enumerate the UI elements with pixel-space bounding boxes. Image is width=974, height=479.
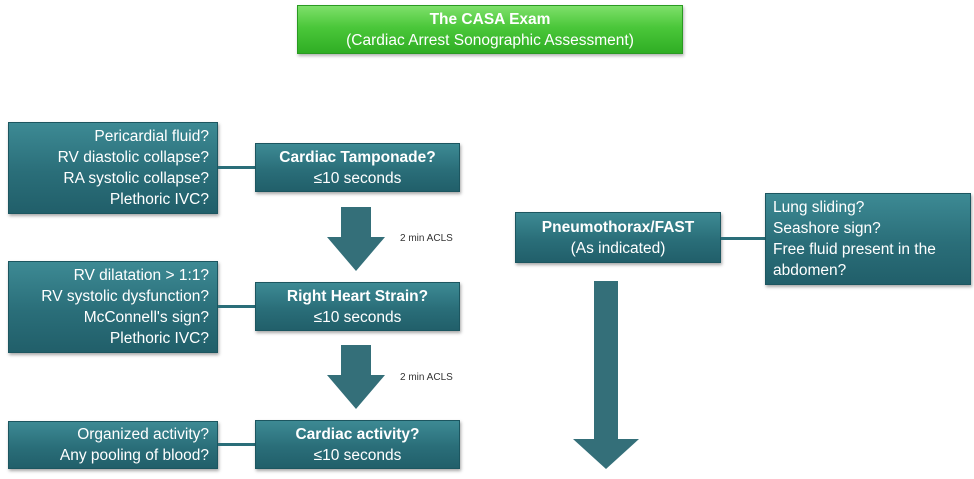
check-item: RA systolic collapse? — [63, 170, 209, 187]
pneumothorax-checks: Lung sliding? Seashore sign? Free fluid … — [765, 193, 971, 285]
activity-checks: Organized activity? Any pooling of blood… — [8, 421, 218, 469]
check-item: McConnell's sign? — [83, 309, 209, 326]
step-duration: ≤10 seconds — [313, 308, 402, 326]
down-arrow-icon — [573, 281, 639, 469]
connector-line — [218, 443, 255, 446]
down-arrow-icon — [327, 207, 385, 271]
pneumothorax-step: Pneumothorax/FAST (As indicated) — [515, 212, 721, 263]
check-item: Free fluid present in the abdomen? — [773, 241, 936, 279]
check-item: RV systolic dysfunction? — [41, 288, 209, 305]
step-duration: ≤10 seconds — [313, 446, 402, 464]
heart-strain-checks: RV dilatation > 1:1? RV systolic dysfunc… — [8, 261, 218, 353]
check-item: Pericardial fluid? — [94, 128, 209, 145]
title-subtitle: (Cardiac Arrest Sonographic Assessment) — [346, 31, 634, 49]
check-item: RV diastolic collapse? — [57, 149, 209, 166]
step-heading: Pneumothorax/FAST — [541, 218, 695, 236]
tamponade-checks: Pericardial fluid? RV diastolic collapse… — [8, 122, 218, 214]
connector-line — [218, 305, 255, 308]
activity-step: Cardiac activity? ≤10 seconds — [255, 420, 460, 469]
step-duration: ≤10 seconds — [313, 169, 402, 187]
connector-line — [721, 237, 765, 240]
title-main: The CASA Exam — [429, 10, 551, 28]
tamponade-step: Cardiac Tamponade? ≤10 seconds — [255, 143, 460, 192]
step-heading: Cardiac activity? — [295, 425, 420, 443]
down-arrow-icon — [327, 345, 385, 409]
step-heading: Right Heart Strain? — [286, 287, 429, 305]
check-item: Organized activity? — [77, 426, 209, 443]
check-item: RV dilatation > 1:1? — [73, 267, 209, 284]
connector-line — [218, 166, 255, 169]
step-note: (As indicated) — [570, 239, 666, 257]
acls-label: 2 min ACLS — [400, 233, 453, 244]
check-item: Plethoric IVC? — [109, 330, 209, 347]
check-item: Lung sliding? — [773, 199, 865, 216]
check-item: Seashore sign? — [773, 220, 881, 237]
check-item: Plethoric IVC? — [109, 191, 209, 208]
check-item: Any pooling of blood? — [59, 447, 209, 464]
heart-strain-step: Right Heart Strain? ≤10 seconds — [255, 282, 460, 331]
diagram-title: The CASA Exam (Cardiac Arrest Sonographi… — [297, 5, 683, 54]
acls-label: 2 min ACLS — [400, 372, 453, 383]
step-heading: Cardiac Tamponade? — [279, 148, 436, 166]
